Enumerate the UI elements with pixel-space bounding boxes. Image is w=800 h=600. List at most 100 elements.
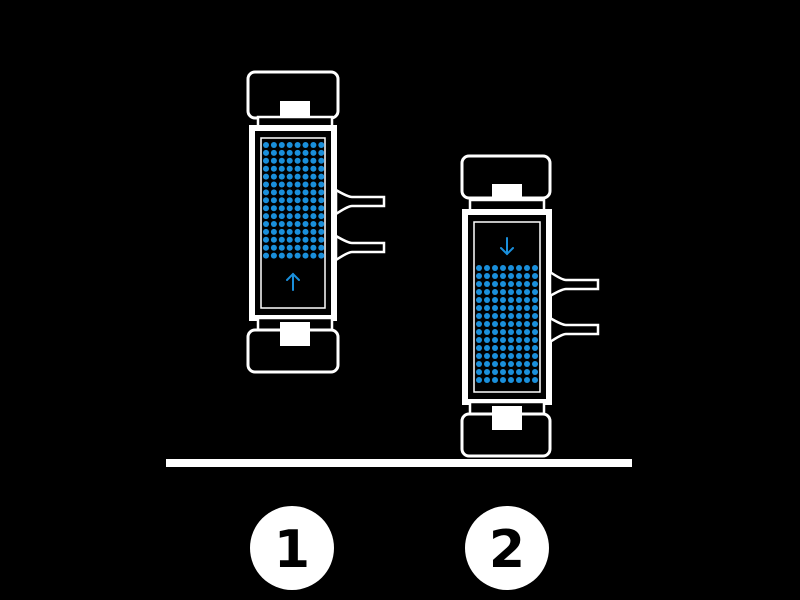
device-one-dot [278,244,285,251]
device-two-dot [532,313,538,319]
device-one-dot [302,157,309,164]
device-two-dot [500,345,506,351]
device-two-dot [476,329,482,335]
device-one-dot [310,197,317,204]
device-two-dot [516,265,522,271]
device-two-bottom-notch-fill [492,415,522,430]
device-one-dot [310,213,317,220]
device-one-dot [278,157,285,164]
device-one-dot [278,205,285,212]
device-one-dot [286,205,293,212]
device-one-dot-matrix [263,142,325,259]
device-one-dot [263,149,269,156]
device-two-dot [524,369,530,375]
device-one-dot [270,142,277,148]
device-one-dot [310,157,317,164]
device-two-dot [532,353,538,359]
device-two-dot [508,369,514,375]
device-two-dot [492,369,498,375]
device-one-bottom-notch-fill [280,331,310,346]
device-one-dot [278,197,285,204]
device-two-dot [500,281,506,287]
device-two-dot [500,369,506,375]
device-one-dot [263,189,269,196]
device-two-dot [532,289,538,295]
device-two-dot [476,273,482,279]
step-badge-two: 2 [465,506,549,590]
device-two-arrow-down-icon [500,237,514,256]
device-two-dot [476,289,482,295]
device-two-dot [524,297,530,303]
device-one-dot [318,252,325,259]
device-one [246,70,386,374]
device-one-dot [310,228,317,235]
device-one-dot [318,165,325,172]
step-badge-one: 1 [250,506,334,590]
device-one-dot [318,181,325,188]
device-one-dot [286,142,293,148]
device-one-dot [310,221,317,227]
device-two-dot [484,353,490,359]
step-badge-one-number: 1 [274,520,310,580]
device-one-dot [318,205,325,212]
device-one-dot [318,244,325,251]
device-two-dot [476,297,482,303]
device-one-dot [263,228,269,235]
device-one-dot [270,173,277,180]
device-two-dot [516,345,522,351]
device-two-dot [516,273,522,279]
device-one-dot [270,157,277,164]
device-two-dot [484,273,490,279]
device-one-dot [294,197,301,204]
device-one-dot [294,236,301,243]
device-two-dot [492,297,498,303]
device-two-dot [532,265,538,271]
device-two-dot [532,281,538,287]
device-one-dot [302,252,309,259]
device-one-dot [294,149,301,156]
device-one-dot [294,173,301,180]
device-two-dot [532,321,538,327]
device-two-dot [524,345,530,351]
device-one-dot [302,244,309,251]
device-two-dot [476,281,482,287]
device-two-dot [484,289,490,295]
device-one-dot [263,165,269,172]
device-one-dot [270,205,277,212]
device-two-dot [492,321,498,327]
device-two-dot [492,305,498,311]
device-two-dot [500,289,506,295]
device-one-dot [318,157,325,164]
device-two-dot [532,273,538,279]
device-two-dot [492,273,498,279]
device-two-dot [484,337,490,343]
device-one-dot [278,149,285,156]
device-one-dot [294,157,301,164]
device-two-dot [500,313,506,319]
device-one-dot [302,149,309,156]
device-two-dot [500,273,506,279]
device-two-dot [500,353,506,359]
device-two-dot [476,361,482,367]
device-one-dot [263,221,269,227]
device-two-dot [516,361,522,367]
device-two-dot [484,305,490,311]
device-one-dot [263,142,269,148]
device-one-dot [278,189,285,196]
device-one-dot [270,236,277,243]
device-one-dot [286,236,293,243]
device-one-dot [310,205,317,212]
device-one-dot [263,236,269,243]
device-two-dot [508,361,514,367]
device-two-dot [484,321,490,327]
device-two-dot [524,265,530,271]
device-one-dot [278,228,285,235]
device-one-dot [294,228,301,235]
device-one-dot [286,252,293,259]
device-two-dot [532,329,538,335]
device-one-dot [286,221,293,227]
device-one-dot [270,197,277,204]
device-two-dot [500,321,506,327]
device-two-dot [492,361,498,367]
